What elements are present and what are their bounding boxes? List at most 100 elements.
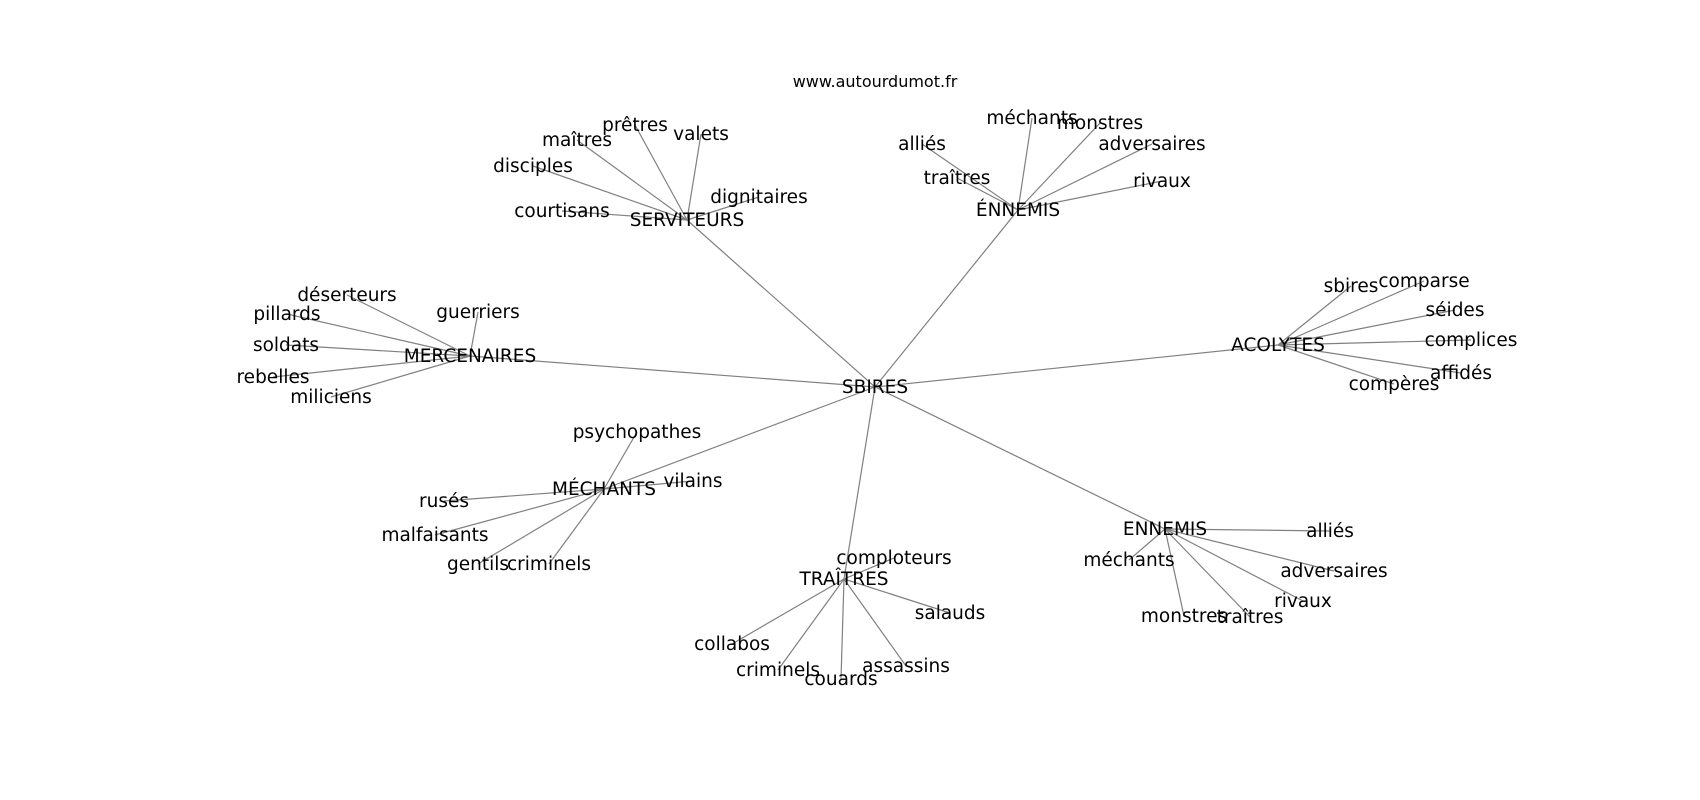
edge-hub-to-word <box>1017 117 1033 211</box>
leaf-word-node[interactable]: comparse <box>1378 271 1469 292</box>
edge-hub-to-word <box>330 355 471 398</box>
leaf-word-node[interactable]: adversaires <box>1280 561 1387 582</box>
edge-hub-to-word <box>548 488 605 565</box>
leaf-word-node[interactable]: maîtres <box>542 130 612 151</box>
leaf-word-node[interactable]: miliciens <box>290 387 372 408</box>
leaf-word-node[interactable]: alliés <box>898 134 946 155</box>
leaf-word-node[interactable]: comploteurs <box>836 548 951 569</box>
leaf-word-node[interactable]: monstres <box>1141 606 1227 627</box>
edge-hub-to-word <box>272 355 471 378</box>
edge-hub-to-word <box>346 294 471 357</box>
edge-hub-to-word <box>434 488 605 536</box>
center-word-node[interactable]: SBIRES <box>842 377 908 398</box>
leaf-word-node[interactable]: salauds <box>915 603 986 624</box>
edge-hub-to-word <box>843 578 907 667</box>
leaf-word-node[interactable]: collabos <box>694 634 770 655</box>
edge-center-to-hub <box>469 355 876 388</box>
leaf-word-node[interactable]: traîtres <box>1217 607 1284 628</box>
leaf-word-node[interactable]: affidés <box>1430 363 1492 384</box>
edge-hub-to-word <box>561 210 688 221</box>
edge-hub-to-word <box>686 133 702 221</box>
edge-hub-to-word <box>1277 344 1462 374</box>
leaf-word-node[interactable]: déserteurs <box>297 285 396 306</box>
leaf-word-node[interactable]: rebelles <box>236 367 309 388</box>
edge-hub-to-word <box>576 139 688 221</box>
edge-hub-to-word <box>1277 309 1456 346</box>
leaf-word-node[interactable]: rusés <box>419 491 469 512</box>
edge-hub-to-word <box>1164 528 1185 617</box>
edge-hub-to-word <box>731 578 845 645</box>
hub-word-node[interactable]: SERVITEURS <box>630 210 745 231</box>
edges-layer <box>272 117 1472 680</box>
leaf-word-node[interactable]: séides <box>1426 300 1485 321</box>
edge-hub-to-word <box>843 557 895 580</box>
hub-word-node[interactable]: TRAÎTRES <box>798 568 888 590</box>
hub-word-node[interactable]: ENNEMIS <box>1123 519 1207 540</box>
site-url: www.autourdumot.fr <box>793 72 958 91</box>
edge-hub-to-word <box>603 480 694 490</box>
edge-hub-to-word <box>777 578 845 671</box>
leaf-word-node[interactable]: courtisans <box>514 201 610 222</box>
leaf-word-node[interactable]: couards <box>804 669 877 690</box>
edge-center-to-hub <box>686 219 876 388</box>
edge-hub-to-word <box>1164 528 1304 602</box>
leaf-word-node[interactable]: guerriers <box>436 302 520 323</box>
leaf-word-node[interactable]: méchants <box>986 108 1077 129</box>
leaf-word-node[interactable]: monstres <box>1057 113 1143 134</box>
leaf-word-node[interactable]: psychopathes <box>573 422 702 443</box>
edge-hub-to-word <box>1128 528 1166 561</box>
edge-hub-to-word <box>686 196 760 221</box>
leaf-word-node[interactable]: criminels <box>736 660 820 681</box>
leaf-word-node[interactable]: adversaires <box>1098 134 1205 155</box>
edge-hub-to-word <box>532 165 688 221</box>
leaf-word-node[interactable]: criminels <box>507 554 591 575</box>
leaf-word-node[interactable]: gentils <box>447 554 509 575</box>
leaf-word-node[interactable]: rivaux <box>1274 591 1332 612</box>
edge-center-to-hub <box>874 209 1019 388</box>
edge-hub-to-word <box>286 313 471 357</box>
edge-hub-to-word <box>1164 528 1335 572</box>
leaf-word-node[interactable]: vilains <box>663 471 722 492</box>
edge-center-to-hub <box>874 386 1166 530</box>
hub-word-node[interactable]: ACOLYTES <box>1231 335 1325 356</box>
edge-center-to-hub <box>603 386 876 490</box>
edge-hub-to-word <box>1277 344 1395 385</box>
hub-word-node[interactable]: MÉCHANTS <box>552 478 656 500</box>
edge-hub-to-word <box>1277 339 1472 346</box>
edge-hub-to-word <box>443 488 605 502</box>
edge-hub-to-word <box>840 578 845 680</box>
hub-word-node[interactable]: MERCENAIRES <box>404 346 536 367</box>
leaf-word-node[interactable]: valets <box>673 124 729 145</box>
edge-hub-to-word <box>477 488 605 565</box>
edge-hub-to-word <box>1017 180 1163 211</box>
edge-hub-to-word <box>603 431 638 490</box>
edge-hub-to-word <box>1017 122 1101 211</box>
leaf-word-node[interactable]: prêtres <box>602 115 668 136</box>
leaf-word-node[interactable]: soldats <box>253 335 319 356</box>
leaf-word-node[interactable]: disciples <box>493 156 573 177</box>
leaf-word-node[interactable]: malfaisants <box>381 525 488 546</box>
edge-center-to-hub <box>874 344 1279 388</box>
edge-hub-to-word <box>285 344 471 357</box>
edge-hub-to-word <box>956 177 1019 211</box>
leaf-word-node[interactable]: compères <box>1349 374 1440 395</box>
leaf-word-node[interactable]: sbires <box>1324 276 1379 297</box>
edge-hub-to-word <box>1277 280 1425 346</box>
leaf-word-node[interactable]: pillards <box>253 304 320 325</box>
hub-word-node[interactable]: ÉNNEMIS <box>976 199 1060 221</box>
leaf-word-node[interactable]: alliés <box>1306 521 1354 542</box>
edge-hub-to-word <box>921 143 1019 211</box>
leaf-word-node[interactable]: complices <box>1425 330 1518 351</box>
edge-hub-to-word <box>1277 285 1352 346</box>
leaf-word-node[interactable]: rivaux <box>1133 171 1191 192</box>
leaf-word-node[interactable]: méchants <box>1083 550 1174 571</box>
edge-hub-to-word <box>1017 143 1153 211</box>
leaf-word-node[interactable]: dignitaires <box>710 187 807 208</box>
edge-hub-to-word <box>634 124 688 221</box>
edge-center-to-hub <box>843 386 876 580</box>
leaf-word-node[interactable]: traîtres <box>924 168 991 189</box>
edge-hub-to-word <box>1164 528 1251 618</box>
leaf-word-node[interactable]: assassins <box>862 656 950 677</box>
